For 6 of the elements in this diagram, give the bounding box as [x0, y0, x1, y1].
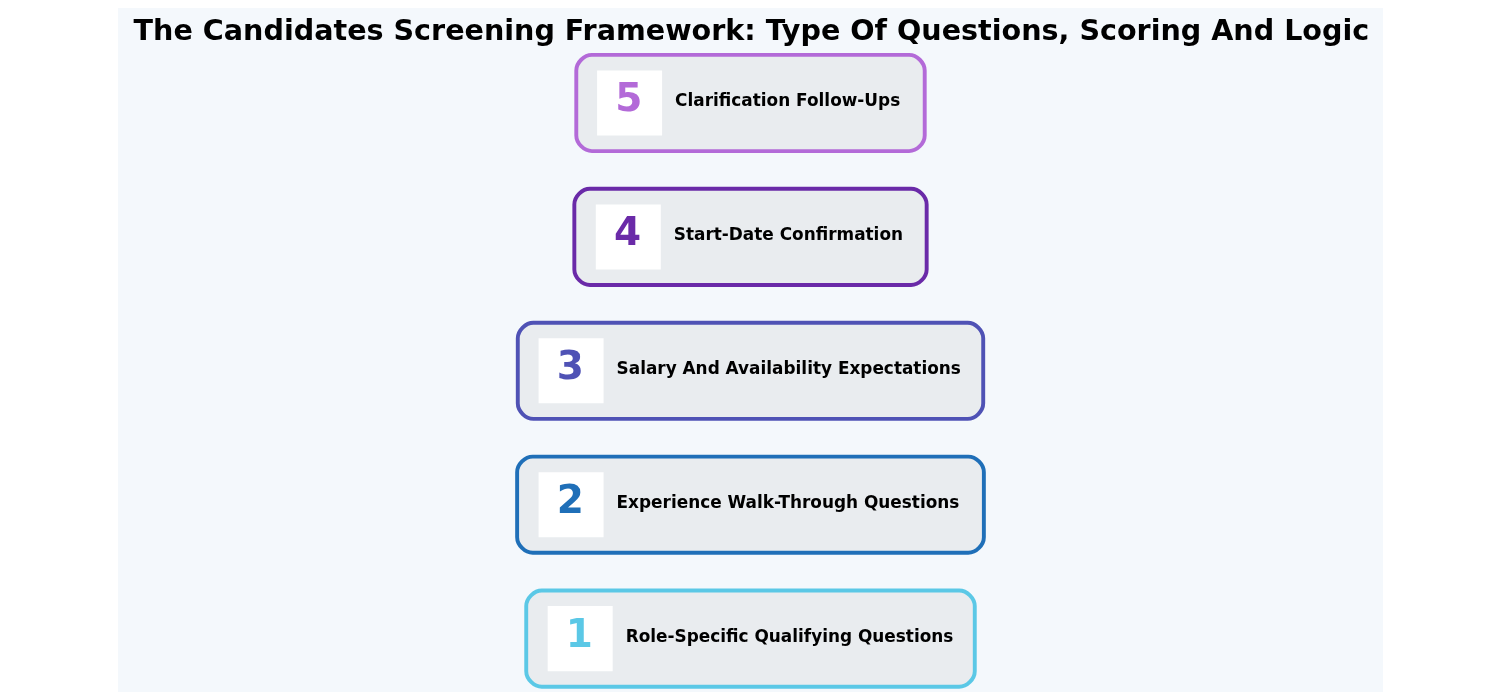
node-box: 3 Salary And Availability Expectations: [515, 320, 985, 421]
node-box: 2 Experience Walk-Through Questions: [514, 454, 986, 555]
diagram-title: The Candidates Screening Framework: Type Of Questions, Scoring And Logic: [133, 13, 1369, 48]
node-box: 5 Clarification Follow-Ups: [573, 52, 927, 154]
node-box: 4 Start-Date Confirmation: [571, 186, 929, 287]
node-box: 1 Role-Specific Qualifying Questions: [523, 588, 977, 689]
